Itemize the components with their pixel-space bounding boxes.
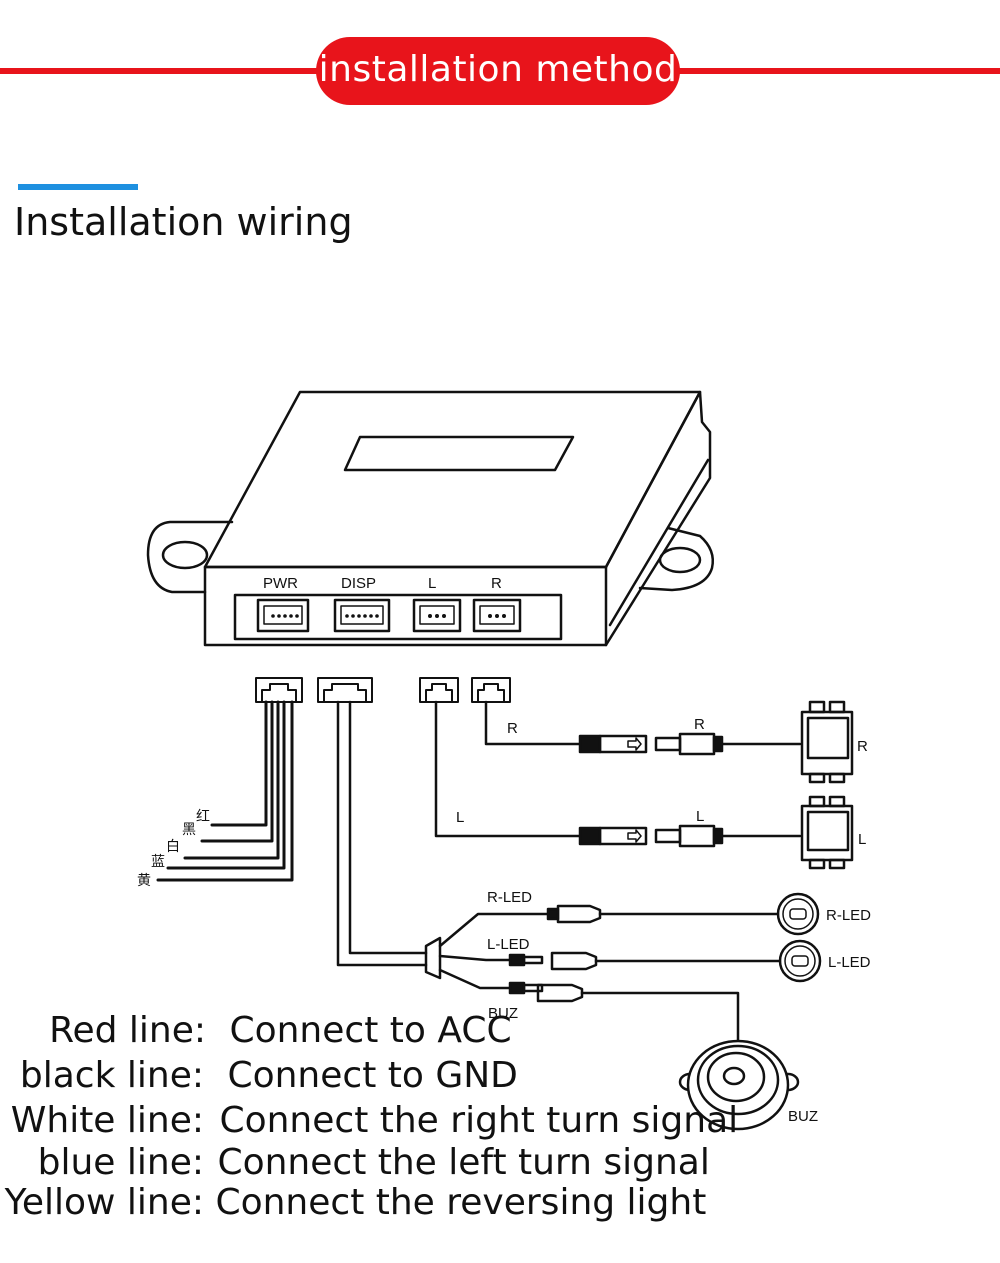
legend-value: Connect the reversing light [215,1182,707,1223]
right-sensor [800,700,854,784]
display-harness [336,700,782,1062]
control-box: PWR DISP L R [146,390,714,647]
lled-cable-label: L-LED [487,936,530,953]
mount-hole-left [161,540,209,570]
mount-ear-left [146,520,234,594]
legend-row-blue: blue line: Connect the left turn signal [0,1142,710,1183]
legend-key: Yellow line: [4,1182,204,1223]
buzzer [678,1039,800,1131]
plug-pwr [255,677,303,703]
box-label-window [343,435,575,472]
right-sensor-label: R [857,738,868,755]
arrow-right-icon [627,829,642,843]
section-title: Installation wiring [14,200,353,244]
port-disp [333,598,391,633]
section-accent-bar [18,184,138,190]
car-icon [791,955,809,967]
legend-key: black line: [19,1055,204,1096]
port-label-disp: DISP [341,575,376,592]
legend-key: blue line: [37,1142,204,1183]
legend-row-white: White line: Connect the right turn signa… [0,1100,738,1141]
buz-cable-label: BUZ [488,1005,518,1022]
header-line-right [666,68,1000,74]
plug-r [471,677,511,703]
socket-buz [536,983,584,1003]
legend-row-yellow: Yellow line: Connect the reversing light [0,1182,707,1223]
right-sensor-cable [484,700,802,756]
legend-value: Connect the right turn signal [219,1100,739,1141]
port-pwr [256,598,310,633]
mount-hole-right [658,546,702,574]
header-line-left [0,68,330,74]
mount-ear-right [638,526,714,592]
socket-rled [556,904,602,924]
wire-label-yellow: 黄 [137,872,151,889]
plug-l [419,677,459,703]
rled-device-label: R-LED [826,907,871,924]
port-label-l: L [428,575,436,592]
lled-device-label: L-LED [828,954,871,971]
car-icon [789,908,807,920]
legend-row-red: Red line: Connect to ACC [0,1010,512,1051]
box-top-face [203,390,702,569]
rled-indicator [776,892,820,936]
wire-label-blue: 蓝 [151,854,165,870]
socket-lled [550,951,598,971]
left-sensor-cable [434,700,802,848]
legend-key: Red line: [49,1010,206,1051]
port-panel [233,593,563,641]
left-cable-label: L [456,809,464,826]
port-label-pwr: PWR [263,575,298,592]
right-cable-label: R [507,720,518,737]
power-harness [156,700,294,882]
legend-value: Connect the left turn signal [217,1142,710,1183]
wire-label-red: 红 [196,809,210,825]
plug-connectors [255,677,511,703]
plug-disp [317,677,373,703]
left-sensor-label: L [858,831,866,848]
rled-cable-label: R-LED [487,889,532,906]
lled-indicator [778,939,822,983]
arrow-right-icon [627,737,642,751]
port-r [472,598,522,633]
port-label-r: R [491,575,502,592]
right-plug-label: R [694,716,705,733]
legend-key: White line: [10,1100,204,1141]
box-side-edge [608,458,710,627]
legend-row-black: black line: Connect to GND [0,1055,518,1096]
legend-value: Connect to ACC [229,1010,512,1051]
left-plug-label: L [696,808,704,825]
legend-value: Connect to GND [227,1055,518,1096]
wire-label-black: 黑 [182,822,196,838]
left-sensor [800,795,854,870]
box-side-face [604,390,712,647]
header-title: installation method [316,37,680,105]
wire-label-white: 白 [166,839,180,855]
port-l [412,598,462,633]
buz-device-label: BUZ [788,1108,818,1125]
